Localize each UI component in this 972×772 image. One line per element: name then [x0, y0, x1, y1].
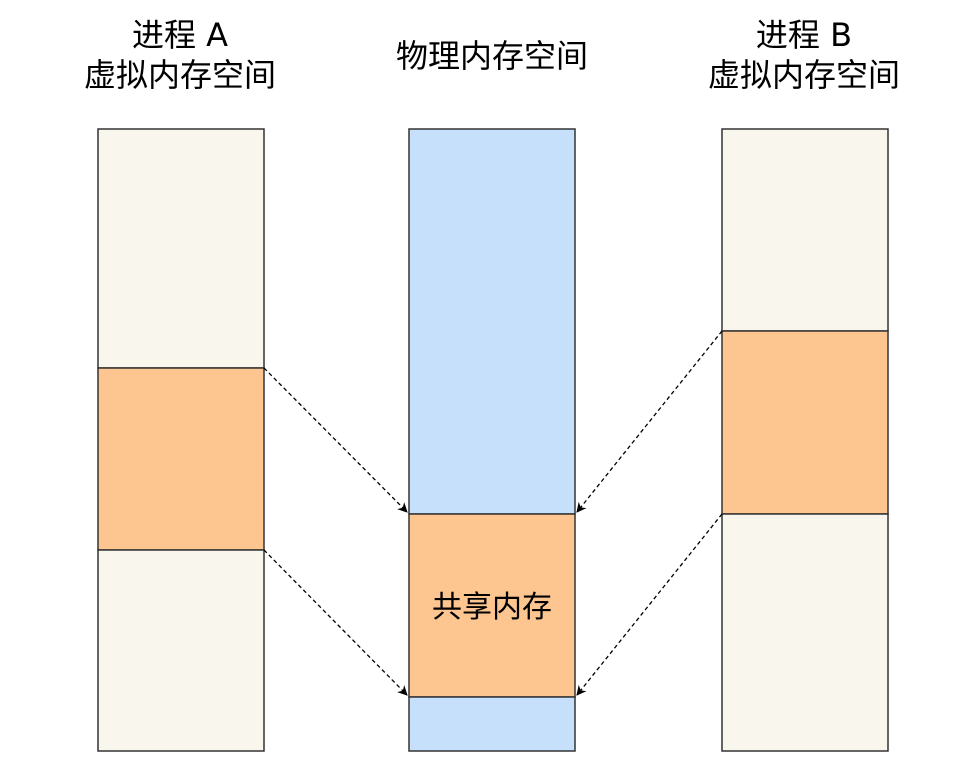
process-a-shared-region	[97, 367, 265, 551]
shared-memory-label: 共享内存	[432, 590, 552, 625]
process-a-title: 进程 A 虚拟内存空间	[40, 15, 320, 95]
process-b-title: 进程 B 虚拟内存空间	[664, 15, 944, 95]
process-b-shared-region	[721, 330, 889, 515]
arrow-b-bottom-to-shared	[576, 513, 723, 696]
physical-upper-region	[408, 128, 576, 515]
arrow-b-top-to-shared	[576, 330, 723, 513]
arrow-a-bottom-to-shared	[263, 549, 408, 696]
physical-memory-title-text: 物理内存空间	[395, 37, 588, 75]
process-a-column	[97, 128, 265, 752]
process-b-title-line2: 虚拟内存空间	[707, 56, 900, 94]
mapping-arrows	[263, 330, 723, 696]
process-a-title-line2: 虚拟内存空间	[83, 56, 276, 94]
physical-memory-title: 物理内存空间	[352, 36, 632, 76]
physical-lower-region	[408, 696, 576, 752]
physical-shared-region	[408, 513, 576, 698]
process-b-lower-region	[721, 513, 889, 752]
process-a-lower-region	[97, 549, 265, 752]
physical-memory-column: 共享内存	[408, 128, 576, 752]
process-a-title-line1: 进程 A	[131, 16, 229, 54]
process-b-title-line1: 进程 B	[755, 16, 853, 54]
process-b-upper-region	[721, 128, 889, 332]
arrow-a-top-to-shared	[263, 367, 408, 513]
process-a-upper-region	[97, 128, 265, 369]
process-b-column	[721, 128, 889, 752]
